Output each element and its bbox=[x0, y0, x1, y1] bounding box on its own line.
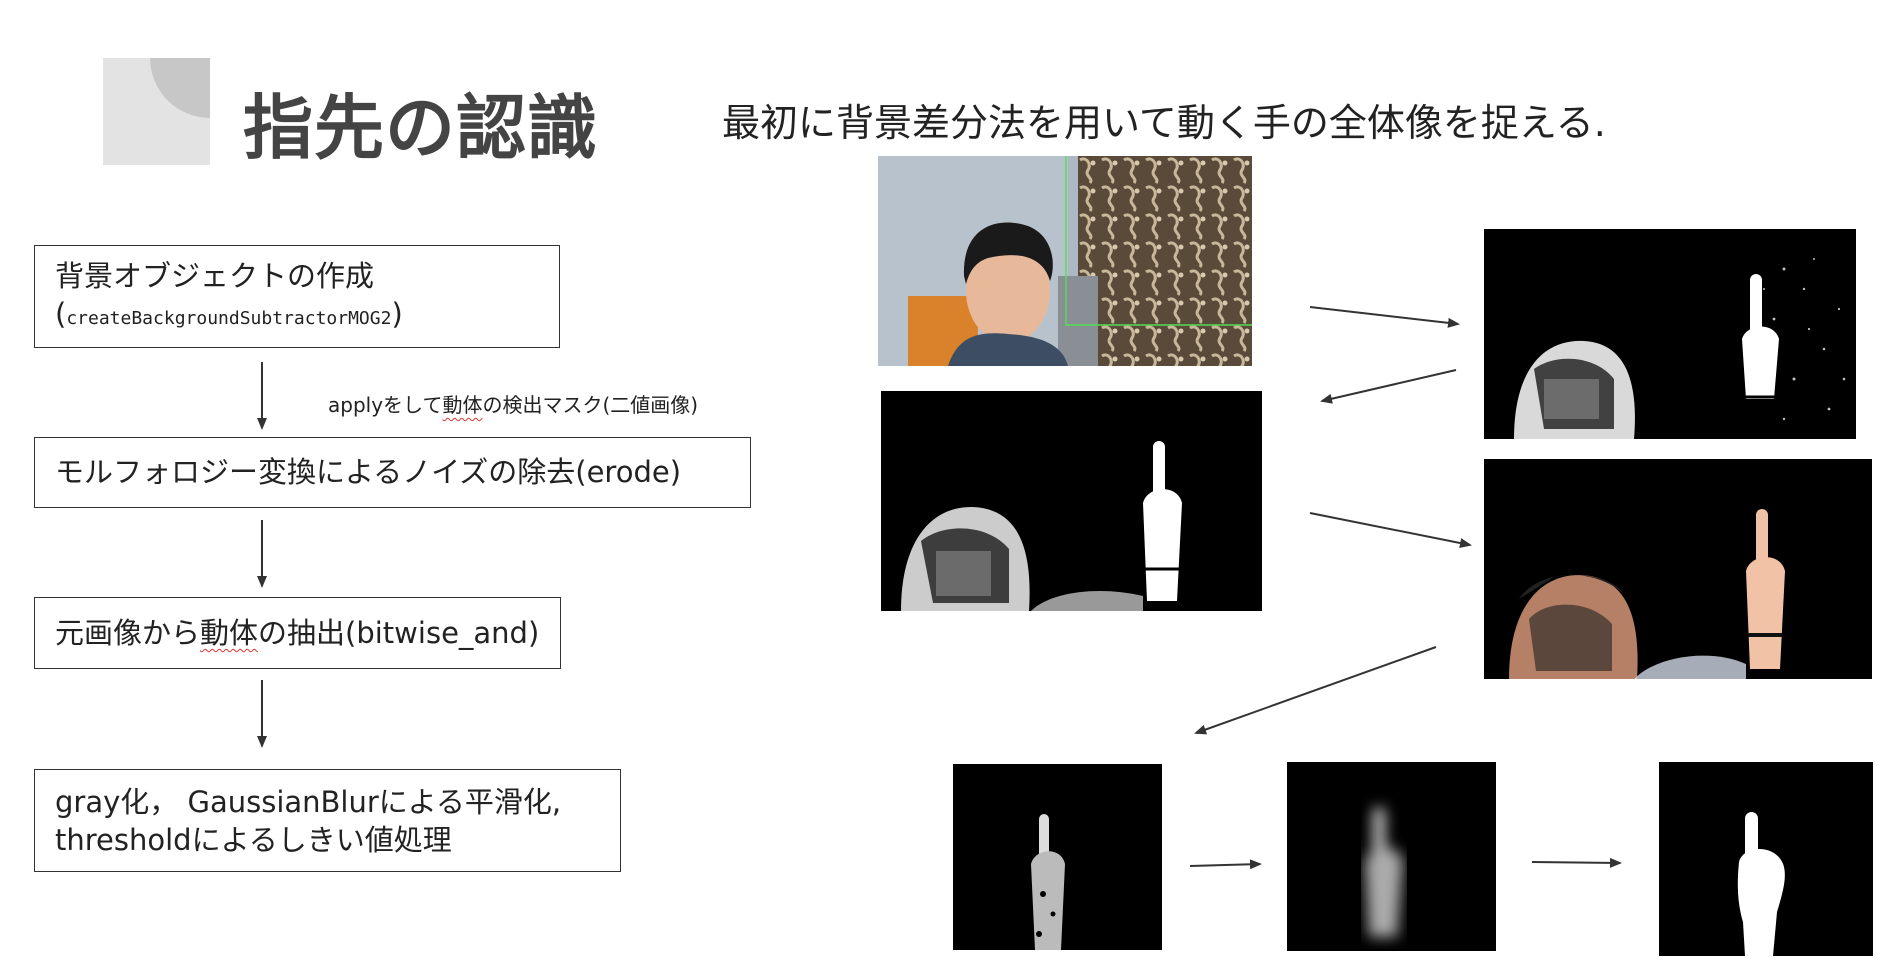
arrow-blurred-to-threshold bbox=[1531, 857, 1622, 868]
decorative-corner-shape bbox=[103, 58, 210, 165]
step1-close-paren: ) bbox=[391, 297, 403, 331]
arrow-eroded-to-extracted bbox=[1309, 512, 1472, 548]
foreground-mask-image bbox=[1484, 229, 1856, 439]
slide-subtitle: 最初に背景差分法を用いて動く手の全体像を捉える. bbox=[722, 101, 1606, 145]
step1-label: 背景オブジェクトの作成 bbox=[55, 259, 375, 293]
arrow-extracted-to-gray bbox=[1194, 646, 1437, 735]
threshold-image bbox=[1659, 762, 1873, 956]
annotation-underlined-word: 動体 bbox=[442, 393, 483, 417]
slide-title: 指先の認識 bbox=[243, 87, 598, 169]
step3-box: 元画像から動体の抽出(bitwise_and) bbox=[34, 597, 561, 669]
blurred-image bbox=[1287, 762, 1496, 951]
gray-image bbox=[953, 764, 1162, 950]
step1-code-line: (createBackgroundSubtractorMOG2) bbox=[55, 295, 539, 338]
step4-box: gray化， GaussianBlurによる平滑化, thresholdによるし… bbox=[34, 769, 621, 872]
step4-line2: thresholdによるしきい値処理 bbox=[55, 823, 452, 857]
step3-prefix: 元画像から bbox=[55, 616, 201, 650]
camera-frame-photo bbox=[878, 156, 1252, 366]
apply-annotation: applyをして動体の検出マスク(二値画像) bbox=[328, 389, 698, 418]
arrow-mask-to-eroded bbox=[1320, 369, 1457, 404]
step2-label: モルフォロジー変換によるノイズの除去(erode) bbox=[55, 455, 682, 489]
annotation-prefix: applyをして bbox=[328, 393, 443, 417]
annotation-suffix: の検出マスク(二値画像) bbox=[482, 393, 699, 417]
step1-code: createBackgroundSubtractorMOG2 bbox=[66, 308, 392, 329]
arrow-frame-to-mask bbox=[1309, 306, 1460, 328]
extracted-color-image bbox=[1484, 459, 1872, 679]
step3-suffix: の抽出(bitwise_and) bbox=[258, 616, 540, 650]
step3-underlined-word: 動体 bbox=[200, 616, 259, 650]
arrow-gray-to-blurred bbox=[1189, 859, 1262, 870]
step4-line1: gray化， GaussianBlurによる平滑化, bbox=[55, 785, 562, 819]
step1-box: 背景オブジェクトの作成 (createBackgroundSubtractorM… bbox=[34, 245, 560, 348]
step1-open-paren: ( bbox=[55, 297, 67, 331]
step2-box: モルフォロジー変換によるノイズの除去(erode) bbox=[34, 437, 751, 508]
eroded-mask-image bbox=[881, 391, 1262, 611]
step3-label: 元画像から動体の抽出(bitwise_and) bbox=[55, 614, 540, 652]
